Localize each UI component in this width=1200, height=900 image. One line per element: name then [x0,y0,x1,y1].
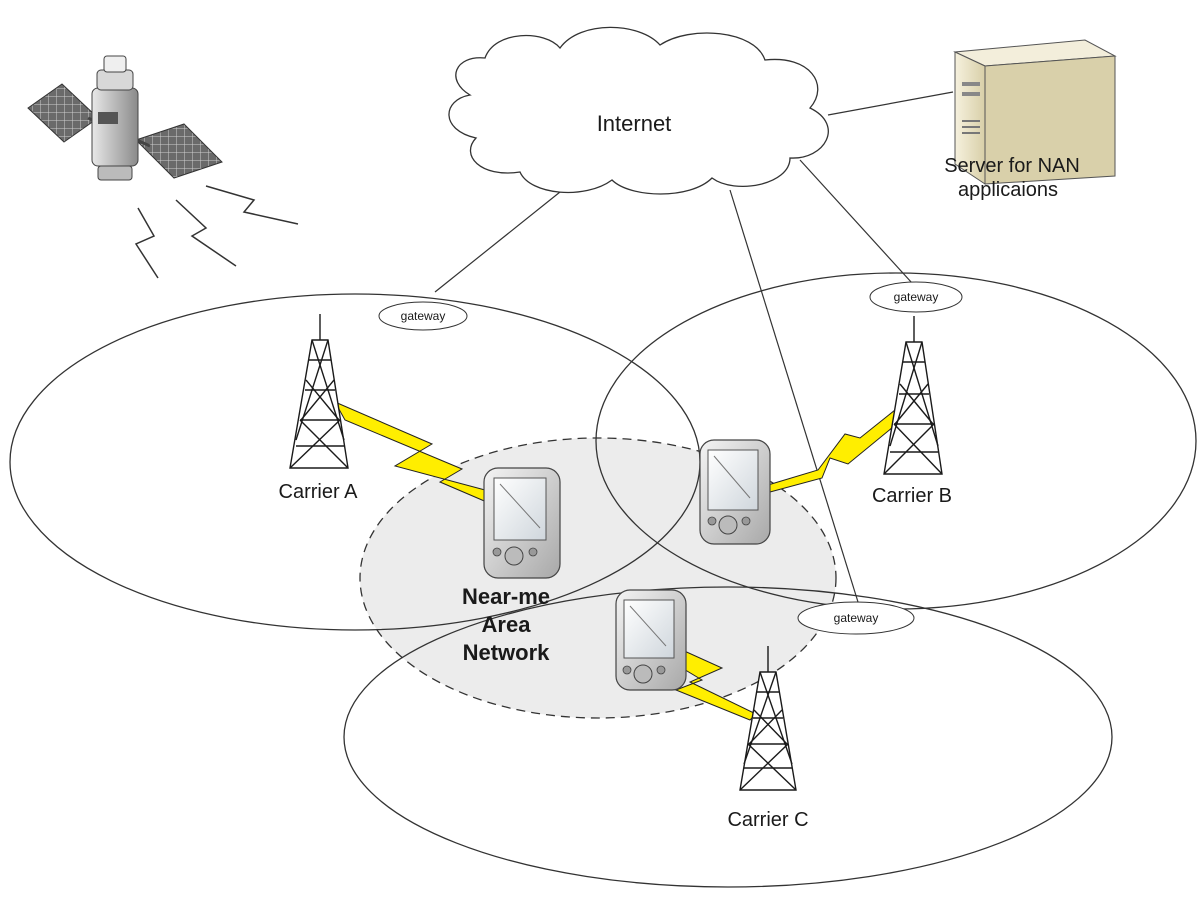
server-label-line2: applicaions [958,179,1058,201]
tower-icon-carrier-b [883,316,943,475]
mobile-device-3 [615,589,687,691]
gateway-b: gateway [869,281,963,313]
tower-icon-carrier-a [289,314,349,469]
connection-lines [434,91,954,603]
gateway-a-label: gateway [401,309,446,323]
carrier-a-label: Carrier A [279,481,359,503]
mobile-device-2 [699,439,771,545]
gateway-c-label: gateway [834,611,879,625]
gateway-a: gateway [378,301,468,331]
server-label-line1: Server for NAN [944,155,1080,177]
nan-label-line3: Network [463,640,551,665]
bolt-carrier-b [767,409,905,493]
mobile-device-1 [483,467,561,579]
gateway-b-label: gateway [894,290,939,304]
satellite-signal-waves [134,185,299,279]
nan-label-line2: Area [482,612,532,637]
tower-icon-carrier-c [739,646,797,791]
server-icon [953,39,1117,185]
carrier-b-label: Carrier B [872,485,952,507]
coverage-carrier-c [343,586,1113,888]
nan-label-line1: Near-me [462,584,550,609]
satellite-icon [27,55,223,181]
carrier-c-label: Carrier C [727,809,808,831]
internet-label: Internet [597,111,672,136]
gateway-c: gateway [797,601,915,635]
internet-cloud: Internet [448,26,829,195]
